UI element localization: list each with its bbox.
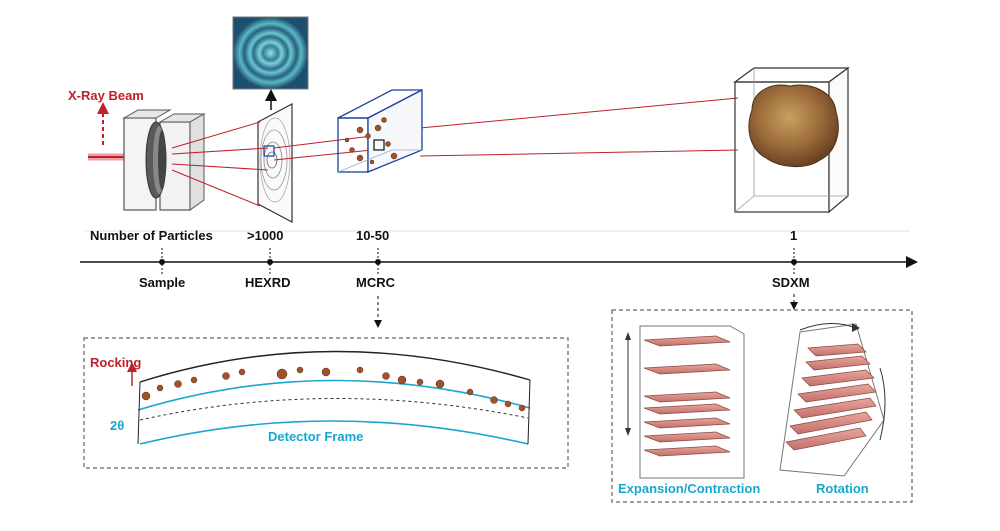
detector-frame-label: Detector Frame bbox=[268, 429, 363, 444]
rotation-label: Rotation bbox=[816, 481, 869, 496]
sdxm-detail-panel: Expansion/Contraction Rotation bbox=[611, 309, 913, 503]
technique-axis: Sample HEXRD MCRC SDXM bbox=[80, 248, 918, 290]
axis-arrowhead-icon bbox=[906, 256, 918, 268]
expansion-stack bbox=[625, 325, 745, 479]
hexrd-count: >1000 bbox=[247, 228, 284, 243]
mcrc-count: 10-50 bbox=[356, 228, 389, 243]
axis-dot-sdxm bbox=[791, 259, 797, 265]
axis-dot-sample bbox=[159, 259, 165, 265]
detector-inner-arc bbox=[137, 379, 531, 411]
diffracted-beam-lines bbox=[171, 97, 739, 207]
single-grain bbox=[748, 84, 839, 167]
sdxm-volume bbox=[733, 66, 850, 214]
axis-dot-mcrc bbox=[375, 259, 381, 265]
two-theta-label: 2θ bbox=[110, 418, 124, 433]
rocking-arrow-icon bbox=[127, 362, 137, 372]
mcrc-panel-particles bbox=[141, 366, 526, 412]
axis-dot-hexrd bbox=[267, 259, 273, 265]
axis-label-hexrd: HEXRD bbox=[245, 275, 291, 290]
hexrd-detector bbox=[257, 103, 293, 223]
axis-label-sample: Sample bbox=[139, 275, 185, 290]
mcrc-particles bbox=[344, 117, 398, 165]
beam-label: X-Ray Beam bbox=[68, 88, 144, 103]
diffraction-pattern-image bbox=[232, 16, 309, 90]
axis-label-sdxm: SDXM bbox=[772, 275, 810, 290]
rocking-label: Rocking bbox=[90, 355, 141, 370]
detector-frame-arc bbox=[139, 420, 529, 445]
particles-row-label: Number of Particles bbox=[90, 228, 213, 243]
beam-arrowhead-icon bbox=[97, 102, 109, 114]
rotation-stack bbox=[779, 323, 886, 477]
axis-label-mcrc: MCRC bbox=[356, 275, 396, 290]
expansion-label: Expansion/Contraction bbox=[618, 481, 760, 496]
mcrc-detail-panel: Rocking 2θ Detector Frame bbox=[83, 337, 569, 469]
sample-cell bbox=[122, 109, 206, 211]
sdxm-count: 1 bbox=[790, 228, 797, 243]
mcrc-volume bbox=[337, 88, 423, 173]
detector-outer-arc bbox=[139, 350, 531, 383]
